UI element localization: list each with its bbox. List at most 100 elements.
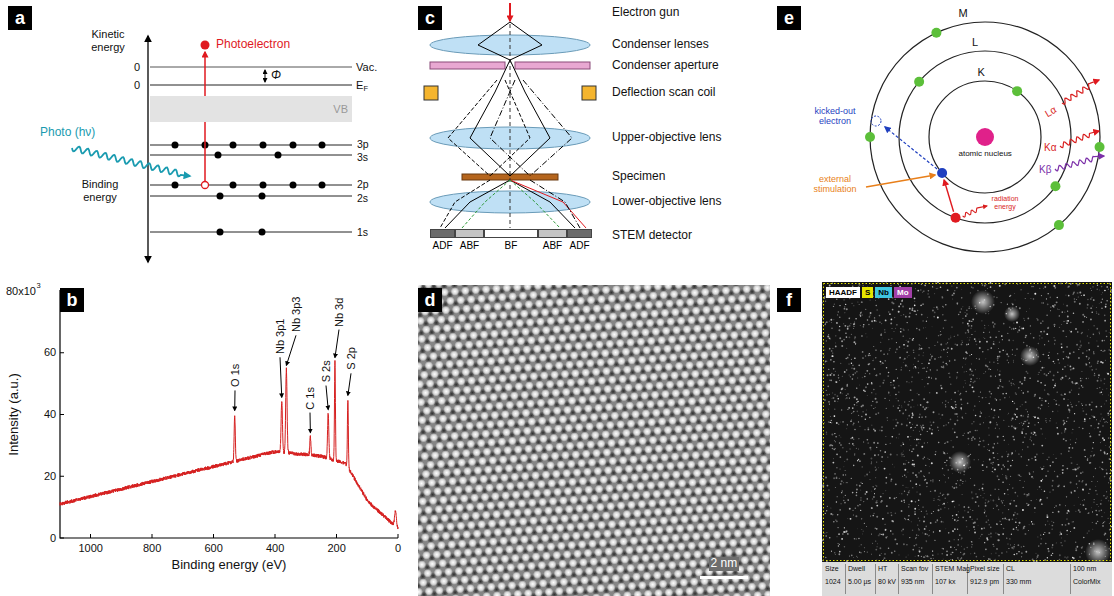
lattice-atom [476, 583, 485, 592]
lattice-atom [425, 524, 434, 533]
lattice-atom [501, 491, 510, 500]
xps-spectrum-plot [60, 290, 398, 538]
lattice-atom [444, 342, 453, 351]
lattice-atom [603, 448, 612, 457]
lattice-atom [611, 574, 620, 583]
lattice-atom [474, 403, 483, 412]
lattice-atom [481, 493, 490, 502]
lattice-atom [696, 586, 705, 595]
lattice-atom [579, 413, 588, 422]
lattice-atom [520, 391, 529, 400]
lattice-atom [418, 560, 426, 569]
lattice-atom [644, 590, 653, 596]
lattice-atom [518, 436, 527, 445]
lattice-atom [661, 534, 670, 543]
lattice-atom [487, 357, 496, 366]
lattice-atom [594, 548, 603, 557]
lattice-atom [581, 594, 590, 596]
lattice-atom [470, 349, 479, 358]
lattice-atom [418, 524, 424, 533]
lattice-atom [473, 304, 482, 313]
lattice-atom [571, 595, 580, 596]
lattice-atom [449, 558, 458, 567]
lattice-atom [624, 528, 633, 537]
lattice-atom [589, 557, 598, 566]
electron-dot [259, 193, 266, 200]
lattice-atom [463, 386, 472, 395]
lattice-atom [585, 567, 594, 576]
lattice-atom [418, 443, 423, 452]
lattice-atom [418, 534, 419, 543]
lattice-atom [438, 478, 447, 487]
lattice-atom [458, 395, 467, 404]
lattice-atom [548, 334, 557, 343]
lattice-atom [689, 559, 698, 568]
lattice-atom [510, 391, 519, 400]
lattice-atom [501, 410, 510, 419]
electron-dot [230, 142, 237, 149]
lattice-atom [614, 465, 623, 474]
lattice-atom [455, 503, 464, 512]
electron-ray [510, 60, 550, 176]
lattice-atom [437, 460, 446, 469]
lattice-atom [528, 580, 537, 589]
lattice-atom [636, 482, 645, 491]
lattice-atom [598, 457, 607, 466]
electron-dot [217, 193, 224, 200]
lattice-atom [489, 311, 498, 320]
lattice-atom [543, 488, 552, 497]
lattice-atom [477, 294, 486, 303]
lattice-atom [602, 592, 611, 596]
lattice-atom [597, 521, 606, 530]
lattice-atom [634, 527, 643, 536]
lattice-atom [427, 397, 436, 406]
lattice-atom [571, 450, 580, 459]
lattice-atom [478, 457, 487, 466]
lattice-atom [527, 480, 536, 489]
electron-dot [230, 182, 237, 189]
lattice-atom [429, 577, 438, 586]
lattice-atom [496, 564, 505, 573]
lattice-atom [548, 416, 557, 425]
lattice-atom [586, 585, 595, 594]
axis-tick [90, 534, 91, 538]
lattice-atom [473, 466, 482, 475]
lattice-atom [418, 362, 423, 371]
lattice-atom [544, 425, 553, 434]
lattice-atom [497, 501, 506, 510]
lattice-atom [669, 579, 678, 588]
lattice-atom [436, 378, 445, 387]
lattice-atom [496, 419, 505, 428]
lattice-atom [566, 378, 575, 387]
energy-level-line [150, 67, 352, 68]
lattice-atom [544, 506, 553, 515]
lattice-atom [497, 356, 506, 365]
lattice-atom [576, 522, 585, 531]
lattice-atom [517, 418, 526, 427]
axis-tick [152, 534, 153, 538]
lattice-atom [584, 549, 593, 558]
lattice-atom [473, 385, 482, 394]
lattice-atom [551, 388, 560, 397]
lattice-atom [481, 574, 490, 583]
lattice-atom [590, 494, 599, 503]
condenser-aperture [515, 62, 590, 69]
lattice-atom [507, 355, 516, 364]
lattice-atom [605, 484, 614, 493]
lattice-atom [423, 488, 432, 497]
lattice-atom [438, 333, 447, 342]
lattice-atom [566, 523, 575, 532]
lattice-atom [678, 560, 687, 569]
lattice-atom [418, 552, 420, 561]
lattice-atom [480, 556, 489, 565]
lattice-atom [513, 285, 522, 291]
scan-coil [582, 86, 596, 100]
lattice-atom [551, 533, 560, 542]
lattice-atom [494, 465, 503, 474]
lattice-atom [620, 474, 629, 483]
lattice-atom [545, 443, 554, 452]
lattice-atom [481, 429, 490, 438]
lattice-atom [617, 582, 626, 591]
lattice-atom [499, 455, 508, 464]
lattice-atom [549, 497, 558, 506]
